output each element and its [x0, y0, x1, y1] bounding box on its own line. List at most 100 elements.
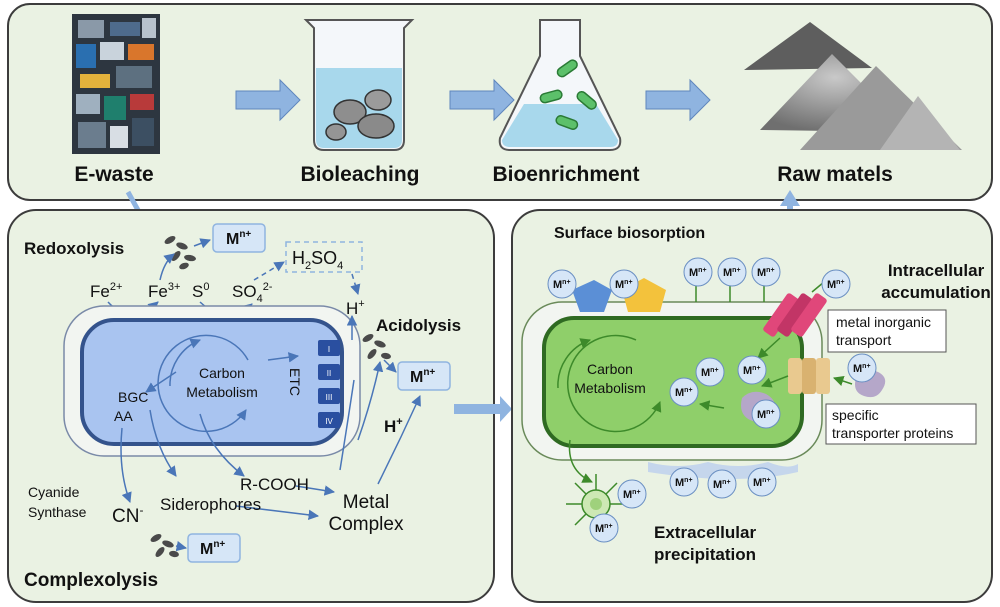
label-intracellular-1: Intracellular [888, 261, 985, 280]
metal-ion-circle: Mn+ [589, 513, 619, 543]
label-intracellular-2: accumulation [881, 283, 991, 302]
metal-ion-circle: Mn+ [695, 357, 725, 387]
svg-text:Mn+: Mn+ [743, 365, 761, 377]
svg-text:Mn+: Mn+ [757, 267, 775, 279]
arrow-fe3-to-mn [159, 253, 175, 281]
bacteria-cluster-icon [164, 236, 196, 270]
label-carbon-right-1: Carbon [587, 361, 633, 377]
bacteria-cluster-icon-complex [150, 534, 179, 558]
specific-transporter-icon [788, 358, 830, 394]
left-cell [80, 318, 344, 446]
label-h-plus-bold: H+ [384, 416, 403, 436]
label-metal-complex-1: Metal [343, 492, 389, 513]
etc-complexes: I II III IV [318, 340, 340, 428]
svg-text:Mn+: Mn+ [595, 523, 613, 535]
metal-ion-circle: Mn+ [617, 479, 647, 509]
etc-complex-ii: II [327, 369, 331, 378]
flow-arrow-2 [449, 78, 515, 122]
arrow-transporter-in-2 [761, 375, 789, 388]
label-bgc: BGC [118, 389, 148, 405]
carbon-cycle-left [157, 334, 249, 433]
bacteria-cluster-icon-acid [362, 334, 391, 360]
svg-text:H2SO4: H2SO4 [292, 248, 343, 272]
svg-text:Mn+: Mn+ [827, 279, 845, 291]
label-carbon-left-2: Metabolism [186, 384, 258, 400]
metal-ion-circle: Mn+ [547, 269, 577, 299]
raw-material-piles-icon [744, 22, 962, 150]
label-aa: AA [114, 408, 133, 424]
callout-specific-transporter [825, 403, 977, 445]
arrow-so4-to-h2so4 [253, 261, 285, 281]
label-carbon-left-1: Carbon [199, 365, 245, 381]
metal-ion-box-redox: Mn+ [212, 223, 266, 253]
label-acidolysis: Acidolysis [376, 316, 461, 335]
label-metal-inorganic-2: transport [836, 332, 891, 348]
arrow-rcooh-up [339, 379, 355, 471]
arrow-etc-up [357, 360, 384, 441]
label-h-plus: H+ [346, 298, 365, 318]
svg-text:Mn+: Mn+ [623, 489, 641, 501]
label-specific-1: specific [832, 407, 879, 423]
metal-ion-circle: Mn+ [707, 469, 737, 499]
svg-text:Mn+: Mn+ [853, 363, 871, 375]
svg-text:Mn+: Mn+ [200, 539, 225, 558]
label-extracellular-1: Extracellular [654, 523, 756, 542]
svg-text:Mn+: Mn+ [723, 267, 741, 279]
flow-arrow-1 [235, 78, 301, 122]
arrow-acid-to-mn [383, 359, 397, 373]
label-specific-2: transporter proteins [832, 425, 953, 441]
metal-ion-circle: Mn+ [751, 257, 781, 287]
arrow-siderophores-to-complex [235, 505, 320, 521]
step-label-raw-materials: Raw matels [777, 163, 893, 186]
svg-text:Mn+: Mn+ [701, 367, 719, 379]
arrow-cn-to-mn [175, 540, 188, 552]
arrow-left-to-right-panel [454, 396, 512, 422]
metal-ion-circle: Mn+ [609, 269, 639, 299]
label-s0: S0 [192, 281, 209, 301]
carbon-cycle-right [566, 334, 662, 433]
label-siderophores: Siderophores [160, 495, 261, 514]
blue-hexagon-receptor [572, 280, 612, 312]
metal-ion-circle: Mn+ [737, 355, 767, 385]
label-surface-biosorption: Surface biosorption [554, 225, 705, 242]
label-fe3: Fe3+ [148, 281, 180, 301]
arrow-to-mn-redox [193, 238, 211, 249]
svg-text:Mn+: Mn+ [410, 367, 435, 386]
label-redoxolysis: Redoxolysis [24, 239, 124, 258]
flask-icon [498, 19, 622, 151]
metal-ion-box-complex: Mn+ [187, 533, 241, 563]
svg-text:Mn+: Mn+ [675, 387, 693, 399]
arrow-head-up [780, 190, 800, 206]
step-label-bioenrichment: Bioenrichment [492, 163, 639, 186]
label-cyanide-2: Synthase [28, 504, 87, 520]
label-metal-complex-2: Complex [329, 514, 404, 535]
metal-ion-circle: Mn+ [821, 269, 851, 299]
arrow-to-precipitation [568, 439, 593, 483]
label-etc: ETC [287, 368, 303, 396]
etc-complex-iv: IV [325, 417, 333, 426]
label-complexolysis: Complexolysis [24, 570, 158, 591]
svg-text:Mn+: Mn+ [713, 479, 731, 491]
flow-arrow-3 [645, 78, 711, 122]
label-carbon-right-2: Metabolism [574, 380, 646, 396]
arrow-carbon-to-bgc [145, 371, 177, 393]
etc-complex-i: I [328, 345, 330, 354]
label-cyanide-1: Cyanide [28, 484, 80, 500]
label-metal-inorganic-1: metal inorganic [836, 314, 931, 330]
carbon-cycle-right-back [557, 338, 591, 389]
arrow-carbon-to-etc [267, 352, 300, 363]
arrow-outer-to-tan [833, 376, 853, 386]
label-extracellular-2: precipitation [654, 545, 756, 564]
label-so4: SO42- [232, 281, 273, 305]
metal-ion-circle: Mn+ [847, 353, 877, 383]
arrow-in-to-carbon [698, 400, 725, 411]
svg-text:Mn+: Mn+ [689, 267, 707, 279]
label-rcooh: R-COOH [240, 475, 309, 494]
arrow-complex-to-mn [377, 395, 421, 485]
carbon-cycle-left-back [169, 338, 201, 387]
svg-text:Mn+: Mn+ [757, 409, 775, 421]
arrow-carbon-to-rcooh [199, 413, 245, 477]
metal-ion-circle: Mn+ [669, 377, 699, 407]
metal-ion-circle: Mn+ [747, 467, 777, 497]
svg-text:Mn+: Mn+ [226, 229, 251, 248]
